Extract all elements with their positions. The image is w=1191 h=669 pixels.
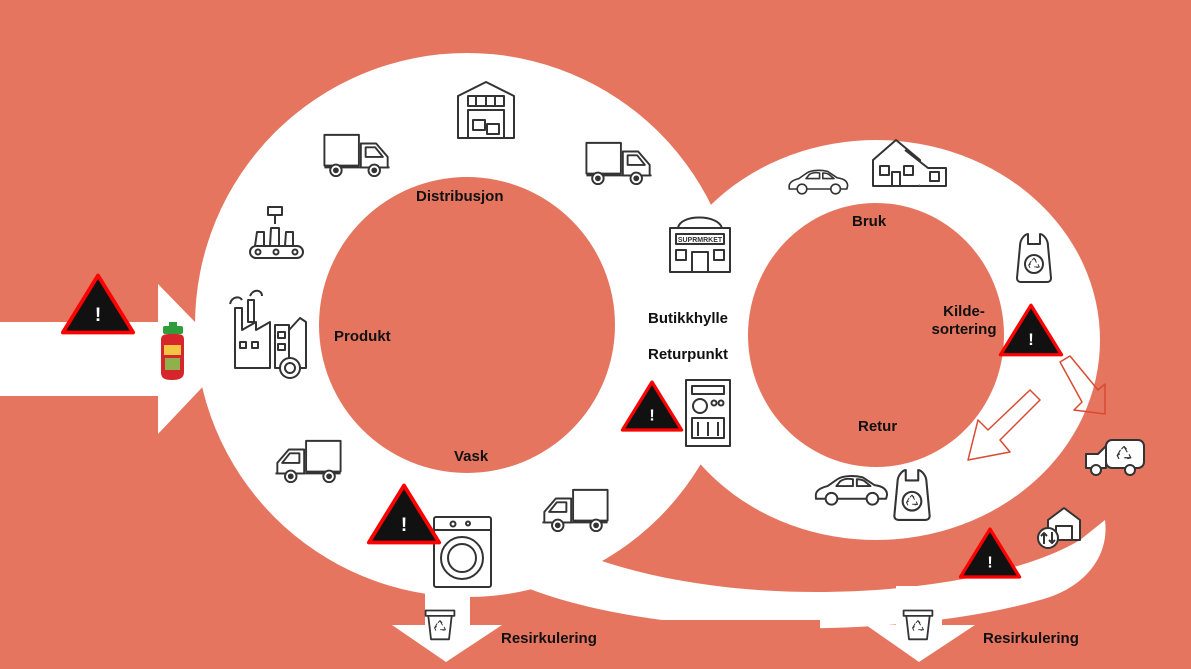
label-butikkhylle: Butikkhylle — [648, 310, 729, 327]
label-resirkulering-left: Resirkulering — [501, 630, 597, 647]
washing-machine-icon — [433, 516, 492, 588]
input-arrow — [0, 284, 230, 434]
garbage-truck-icon — [1085, 439, 1145, 476]
recycling-bin-icon — [904, 611, 933, 640]
label-produkt: Produkt — [334, 328, 391, 345]
label-kildesortering: Kilde- sortering — [924, 303, 1004, 339]
label-vask: Vask — [454, 448, 489, 465]
reverse-vending-machine-icon — [685, 379, 731, 447]
recycling-bin-icon — [426, 611, 455, 640]
bottling-line-icon — [249, 206, 304, 259]
warning-icon — [958, 527, 1022, 579]
label-kildesortering-line2: sortering — [931, 321, 997, 338]
factory-icon — [229, 289, 307, 379]
label-retur: Retur — [858, 418, 898, 435]
label-resirkulering-right: Resirkulering — [983, 630, 1079, 647]
product-bottle-icon — [161, 322, 184, 380]
warning-icon — [60, 273, 136, 335]
label-distribusjon: Distribusjon — [416, 188, 504, 205]
house-icon — [872, 139, 947, 187]
label-bruk: Bruk — [852, 213, 887, 230]
warehouse-icon — [457, 81, 515, 139]
store-sign: SUPRMRKET — [678, 237, 723, 244]
label-returpunkt: Returpunkt — [648, 346, 728, 363]
recycling-facility-icon — [1037, 507, 1081, 549]
return-arrow-outline — [967, 355, 1106, 461]
supermarket-icon: SUPRMRKET — [669, 216, 731, 273]
label-kildesortering-line1: Kilde- — [943, 303, 985, 320]
